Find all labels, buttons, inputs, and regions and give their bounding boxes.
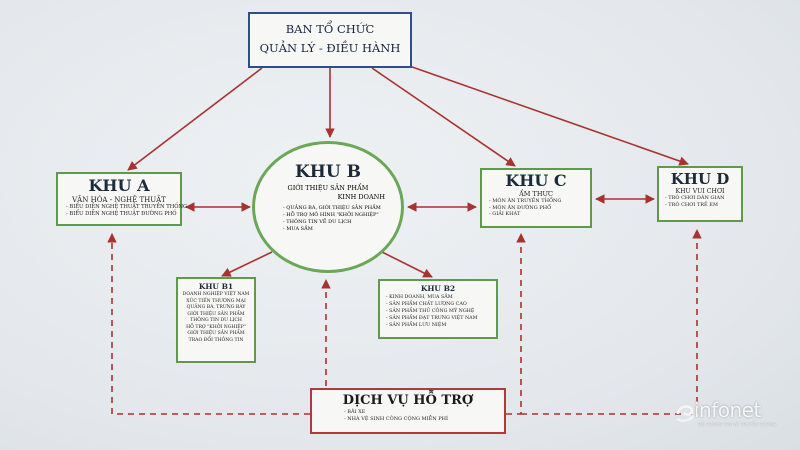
ban-to-chuc-title-line2: QUẢN LÝ - ĐIỀU HÀNH [259, 41, 401, 55]
khu-b1-item: XÚC TIẾN THƯƠNG MẠI [186, 298, 246, 304]
khu-d-box: KHU D KHU VUI CHƠI - TRÒ CHƠI DÂN GIAN -… [657, 166, 743, 222]
khu-b-subtitle-line1: GIỚI THIỆU SẢN PHẨM [287, 184, 369, 192]
khu-b2-item: - SẢN PHẨM THỦ CÔNG MỸ NGHỆ [386, 309, 475, 314]
khu-a-item: - BIỂU DIỄN NGHỆ THUẬT ĐƯỜNG PHỐ [66, 211, 177, 217]
khu-c-item: - MÓN ĂN TRUYỀN THỐNG [489, 198, 562, 204]
ban-to-chuc-box: BAN TỔ CHỨC QUẢN LÝ - ĐIỀU HÀNH [248, 12, 412, 68]
khu-b1-item: TRAO ĐỔI THÔNG TIN [188, 337, 244, 343]
khu-b2-item: - KINH DOANH, MUA SẮM [386, 295, 453, 300]
infonet-tagline: BỘ THÔNG TIN VÀ TRUYỀN THÔNG [698, 423, 777, 428]
infonet-logo: infonet BỘ THÔNG TIN VÀ TRUYỀN THÔNG [674, 398, 786, 432]
infonet-swirl-icon [676, 405, 694, 422]
infonet-brand-text: infonet [694, 398, 761, 422]
khu-d-item: - TRÒ CHƠI DÂN GIAN [665, 195, 725, 201]
khu-d-title: KHU D [670, 170, 730, 188]
khu-c-box: KHU C ẨM THỰC - MÓN ĂN TRUYỀN THỐNG - MÓ… [480, 168, 592, 228]
dashed-dichvu-to-khu-c [506, 233, 526, 415]
khu-c-subtitle: ẨM THỰC [519, 190, 553, 198]
khu-b1-item: QUẢNG BÁ, TRƯNG BÀY [186, 305, 246, 310]
khu-b2-item: - SẢN PHẨM ĐẠT TRƯNG VIỆT NAM [386, 316, 478, 321]
arrow-ban-to-khu-d [397, 61, 689, 166]
khu-c-title: KHU C [505, 171, 567, 190]
khu-b1-item: GIỚI THIỆU SẢN PHẨM [187, 331, 245, 336]
khu-b1-item: GIỚI THIỆU SẢN PHẨM [187, 311, 245, 317]
khu-b-item: - MUA SẮM [283, 226, 313, 232]
arrow-ban-to-khu-a [127, 67, 263, 171]
khu-d-item: - TRÒ CHƠI TRẺ EM [665, 202, 719, 208]
khu-b-title: KHU B [295, 162, 361, 182]
arrow-khu-b-to-b1 [221, 251, 273, 277]
ban-to-chuc-title-line1: BAN TỔ CHỨC [285, 22, 375, 36]
arrow-ban-to-khu-c [371, 67, 516, 167]
dashed-dichvu-to-khu-a [107, 233, 310, 415]
khu-b1-item: THÔNG TIN DU LỊCH [190, 318, 242, 323]
khu-b2-item: - SẢN PHẨM LƯU NIỆM [386, 323, 447, 328]
khu-b1-item: HỖ TRỢ "KHỞI NGHIỆP" [186, 324, 246, 330]
khu-b-circle: KHU B GIỚI THIỆU SẢN PHẨM KINH DOANH - Q… [252, 141, 404, 273]
khu-c-item: - GIẢI KHÁT [489, 211, 521, 217]
khu-a-subtitle: VĂN HÓA - NGHỆ THUẬT [72, 196, 166, 204]
dich-vu-ho-tro-box: DỊCH VỤ HỖ TRỢ - BÃI XE - NHÀ VỆ SINH CÔ… [310, 388, 506, 434]
khu-c-item: - MÓN ĂN ĐƯỜNG PHỐ [489, 204, 552, 211]
dich-vu-item: - BÃI XE [344, 409, 366, 415]
khu-b2-title: KHU B2 [420, 284, 456, 293]
dashed-dichvu-to-khu-d [521, 229, 702, 415]
khu-b-subtitle-line2: KINH DOANH [337, 193, 385, 201]
khu-a-box: KHU A VĂN HÓA - NGHỆ THUẬT - BIỂU DIỄN N… [56, 172, 188, 226]
khu-b2-item: - SẢN PHẨM CHẤT LƯỢNG CAO [386, 302, 467, 307]
khu-b1-box: KHU B1 DOANH NGHIỆP VIỆT NAM XÚC TIẾN TH… [176, 277, 256, 363]
khu-b2-box: KHU B2 - KINH DOANH, MUA SẮM - SẢN PHẨM … [378, 279, 498, 339]
khu-b-item: - THÔNG TIN VỀ DU LỊCH [283, 219, 352, 225]
dich-vu-title: DỊCH VỤ HỖ TRỢ [342, 393, 474, 408]
arrow-khu-b-to-b2 [381, 251, 433, 278]
khu-a-title: KHU A [88, 176, 150, 195]
khu-b-item: - QUẢNG BÁ, GIỚI THIỆU SẢN PHẨM [283, 205, 381, 211]
khu-b-item: - HỖ TRỢ MÔ HÌNH "KHỞI NGHIỆP" [283, 212, 379, 218]
dich-vu-item: - NHÀ VỆ SINH CÔNG CỘNG MIỄN PHÍ [344, 416, 448, 422]
khu-b1-title: KHU B1 [198, 282, 234, 291]
khu-b1-item: DOANH NGHIỆP VIỆT NAM [182, 292, 250, 297]
khu-a-item: - BIỂU DIỄN NGHỆ THUẬT TRUYỀN THỐNG [66, 204, 188, 210]
khu-d-subtitle: KHU VUI CHƠI [675, 188, 725, 195]
